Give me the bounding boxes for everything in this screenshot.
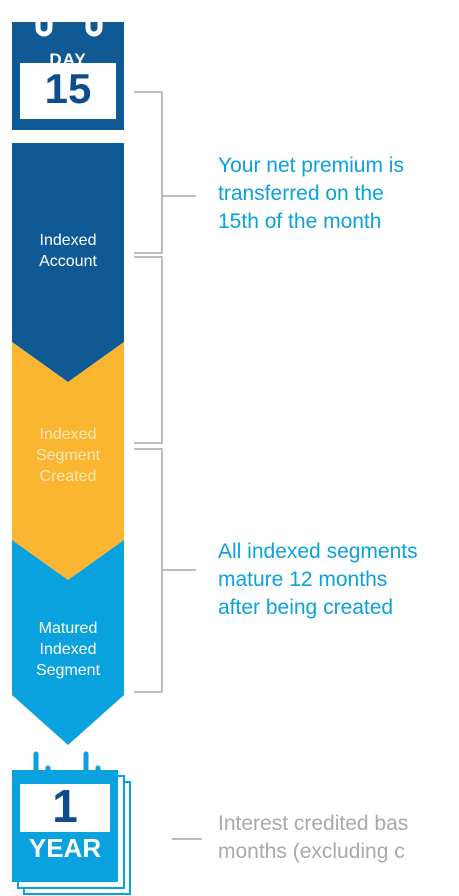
bracket-top	[134, 91, 196, 254]
stage-indexed-account-shape	[12, 143, 124, 382]
stage-label-indexed-account: Indexed Account	[39, 232, 97, 270]
bracket-middle	[134, 256, 163, 444]
caption-interest-credited: Interest credited bas months (excluding …	[218, 812, 409, 863]
bracket-lower	[134, 448, 196, 693]
stage-label-segment-created: Indexed Segment Created	[35, 426, 101, 485]
year-calendar-number: 1	[52, 780, 78, 832]
caption-segment-maturity: All indexed segments mature 12 months af…	[218, 540, 418, 619]
stage-label-matured-segment: Matured Indexed Segment	[35, 620, 101, 679]
year-calendar-word: YEAR	[28, 833, 102, 863]
stage-segment-created-shape	[12, 342, 124, 580]
day-calendar-icon	[12, 5, 124, 130]
stage-matured-segment-shape	[12, 540, 124, 745]
year-calendar-icon	[12, 751, 131, 895]
day-calendar-word: DAY	[49, 50, 87, 69]
caption-premium-transfer: Your net premium is transferred on the 1…	[218, 154, 404, 233]
day-calendar-number: 15	[44, 65, 92, 112]
